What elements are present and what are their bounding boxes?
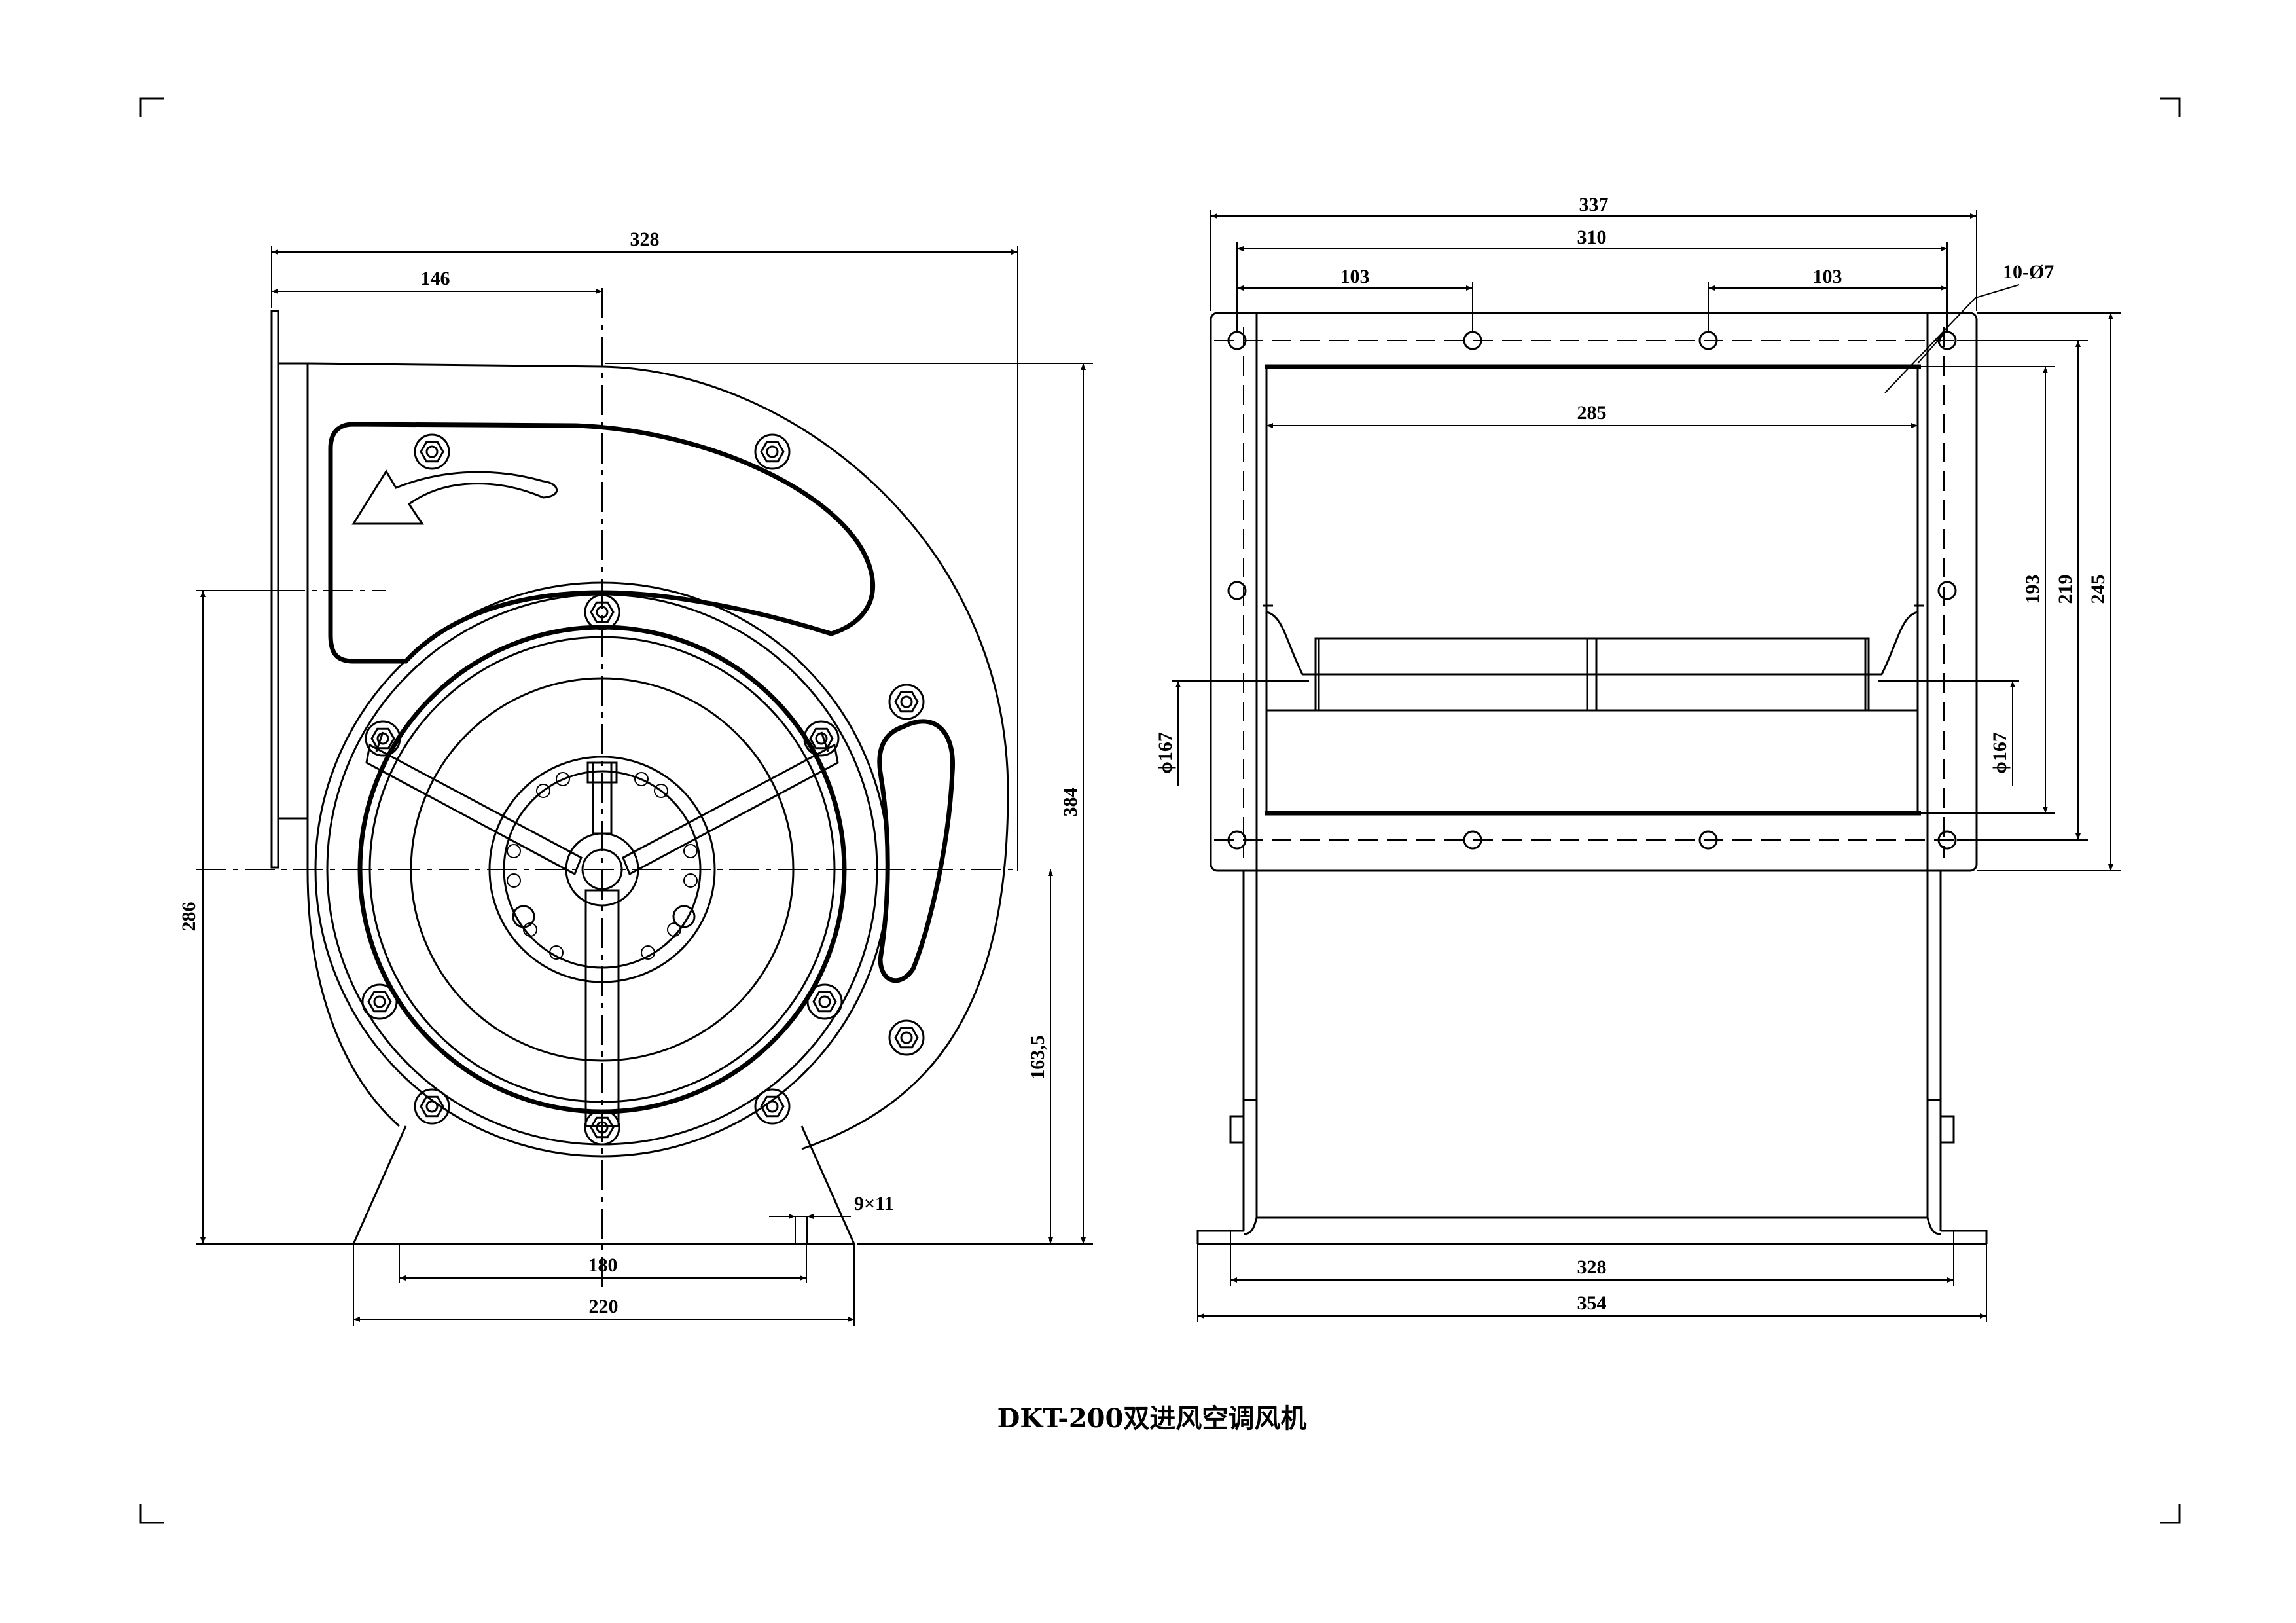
bolt-icon (806, 983, 843, 1020)
dim-side-holes: 10-Ø7 (2003, 261, 2054, 283)
rotation-window (328, 422, 876, 664)
scroll-housing (307, 362, 1009, 1150)
dim-side-inlet-dia-right: ϕ167 (1989, 732, 2011, 774)
motor-body (1266, 611, 1918, 712)
bolt-icon (414, 1088, 450, 1125)
bolt-icon (365, 720, 401, 757)
dim-side-hole-pitch-left: 103 (1340, 266, 1370, 287)
dim-side-outlet-width: 285 (1577, 402, 1607, 424)
mounting-hole-icon (1937, 581, 1957, 600)
dim-front-overall-height: 384 (1060, 788, 1081, 817)
dim-front-overall-width: 328 (630, 228, 660, 250)
dim-side-outlet-height: 193 (2022, 575, 2043, 604)
front-view: 328 146 384 286 163,5 9×11 180 220 (178, 228, 1093, 1326)
dim-side-inlet-dia-left: ϕ167 (1155, 732, 1176, 774)
drawing-title: DKT-200双进风空调风机 (997, 1403, 1307, 1434)
dim-side-hole-span: 310 (1577, 227, 1607, 248)
bolt-icon (754, 433, 791, 470)
rotation-arrow (351, 469, 558, 525)
side-lower-body (1196, 871, 1988, 1245)
side-slot (877, 719, 956, 983)
bolt-icon (361, 983, 398, 1020)
side-view: 337 310 103 103 10-Ø7 285 193 219 2 (1155, 194, 2121, 1322)
motor-hub (488, 756, 716, 983)
outlet-flange (270, 310, 279, 869)
bolt-icon (888, 684, 925, 720)
dim-side-hole-span-vertical: 219 (2054, 575, 2076, 604)
side-flange (1210, 312, 1978, 872)
dim-side-hole-pitch-right: 103 (1813, 266, 1842, 287)
dim-front-base-width: 220 (589, 1296, 619, 1317)
dim-side-base-holes: 328 (1577, 1256, 1607, 1278)
bolt-icon (803, 720, 840, 757)
sheet-corner-marks (139, 97, 2181, 1524)
bolt-icon (414, 433, 450, 470)
dim-front-shaft-offset: 146 (421, 268, 450, 289)
dim-side-flange-width: 337 (1579, 194, 1609, 215)
dim-front-outlet-height: 286 (178, 902, 200, 932)
bolt-icon (754, 1088, 791, 1125)
dim-side-base-width: 354 (1577, 1292, 1607, 1314)
dim-front-slot: 9×11 (854, 1193, 893, 1214)
bolt-icon (888, 1019, 925, 1056)
dim-front-shaft-height: 163,5 (1027, 1035, 1049, 1080)
dim-side-flange-height: 245 (2087, 575, 2109, 604)
dim-front-base-holes: 180 (588, 1254, 618, 1276)
